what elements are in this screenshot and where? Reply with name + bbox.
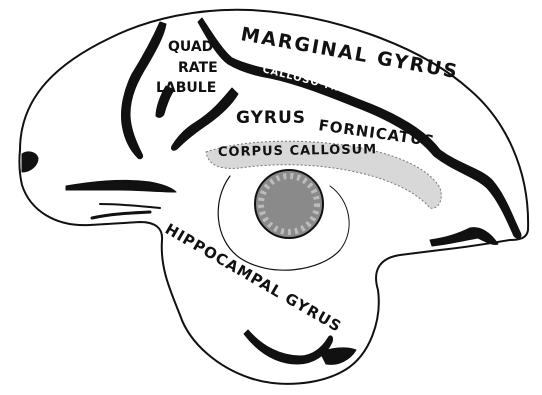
cingulate-sulcus-left <box>171 88 238 150</box>
fornix-curve-2 <box>330 186 349 250</box>
calcarine-fissure <box>66 180 176 192</box>
label-hippocampal-gyrus: HIPPOCAMPAL GYRUS <box>162 220 345 336</box>
label-quadrate-2: RATE <box>178 60 218 76</box>
hippocampal-sulcus <box>244 330 333 364</box>
calcarine-branch-2 <box>100 204 160 208</box>
label-quadrate-1: QUAD- <box>168 39 220 55</box>
label-gyrus: GYRUS <box>236 108 306 128</box>
hippocampal-sulcus-2 <box>320 348 356 365</box>
central-mass <box>255 170 323 238</box>
label-corpus-callosum: CORPUS CALLOSUM <box>218 142 377 160</box>
occipital-pole-mark <box>22 152 38 172</box>
calcarine-branch <box>92 212 150 218</box>
label-quadrate-3: LABULE <box>156 80 216 96</box>
